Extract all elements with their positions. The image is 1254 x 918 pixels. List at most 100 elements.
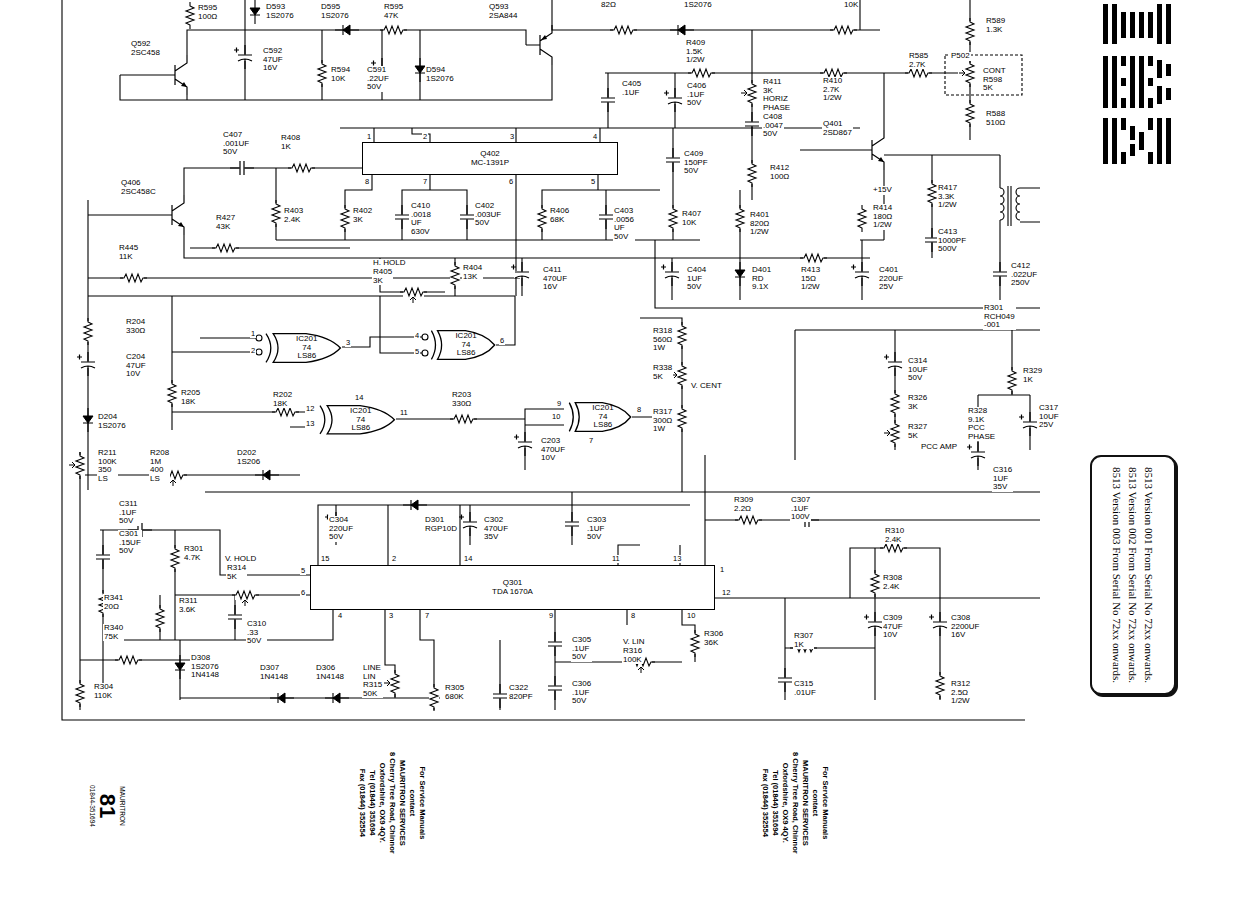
component-label: R327 5K bbox=[907, 423, 928, 440]
component-label: V. CENT bbox=[690, 382, 723, 391]
component-label: C307 .1UF 100V bbox=[790, 496, 811, 522]
logo-bar bbox=[1139, 132, 1144, 150]
component-symbol bbox=[155, 605, 165, 632]
footer-text: For Service Manuals bbox=[417, 752, 427, 854]
component-symbol bbox=[858, 130, 884, 170]
component-symbol bbox=[158, 195, 184, 235]
component-symbol bbox=[1007, 367, 1017, 394]
pin-number: 1 bbox=[719, 566, 725, 574]
component-symbol bbox=[272, 407, 299, 417]
component-label: CONT R598 5K bbox=[982, 67, 1007, 93]
version-note: 8513 Version 002 From Serial No 72xx onw… bbox=[1125, 467, 1141, 683]
wire bbox=[184, 168, 467, 240]
logo-bar bbox=[1157, 86, 1162, 104]
component-label: D202 1S206 bbox=[236, 449, 261, 466]
component-symbol bbox=[77, 352, 96, 376]
pin-number: 10 bbox=[686, 612, 696, 620]
gate-outline-path bbox=[266, 334, 340, 363]
pin-number: 10 bbox=[551, 413, 561, 421]
component-label: PCC AMP bbox=[920, 443, 958, 452]
part-name: MC-1391P bbox=[471, 159, 509, 168]
component-symbol bbox=[677, 322, 687, 349]
pin-number: 4 bbox=[592, 133, 598, 141]
component-symbol bbox=[115, 655, 142, 665]
component-symbol bbox=[95, 545, 111, 569]
inverter-bubble bbox=[422, 334, 428, 340]
logo-bar bbox=[1130, 12, 1135, 38]
component-symbol bbox=[325, 693, 349, 703]
component-symbols bbox=[69, 0, 1038, 711]
component-symbol bbox=[929, 612, 948, 636]
component-symbol bbox=[75, 680, 85, 707]
footer-text: 81 bbox=[96, 785, 118, 827]
pin-number: 3 bbox=[388, 612, 394, 620]
component-label: 10K bbox=[843, 1, 859, 10]
component-symbol bbox=[735, 205, 745, 232]
part-name: IC201 74 LS86 bbox=[592, 404, 613, 430]
footer-text: 01844-351694 bbox=[88, 785, 96, 827]
component-label: P502 bbox=[950, 52, 971, 61]
component-symbol bbox=[526, 25, 552, 65]
component-label: C306 .1UF 50V bbox=[571, 680, 592, 706]
component-symbol bbox=[890, 390, 900, 417]
inverter-bubble bbox=[422, 350, 428, 356]
component-symbol bbox=[380, 25, 407, 35]
logo-bar bbox=[1148, 118, 1153, 130]
component-symbol bbox=[668, 205, 678, 232]
component-label: C401 220UF 25V bbox=[878, 266, 904, 292]
component-symbol bbox=[664, 88, 683, 112]
component-label: LINE LIN R315 50K bbox=[362, 664, 383, 698]
component-label: R316 100K bbox=[622, 647, 643, 664]
pin-number: 15 bbox=[320, 555, 330, 563]
wire bbox=[945, 55, 1022, 95]
logo-bar bbox=[1103, 4, 1108, 44]
logo-bar bbox=[1157, 60, 1162, 78]
part-name: Q402 bbox=[480, 150, 500, 159]
component-label: D595 1S2076 bbox=[320, 3, 350, 20]
version-note: 8513 Version 003 From Serial No 72xx onw… bbox=[1109, 467, 1125, 683]
logo-bar bbox=[1130, 144, 1135, 156]
component-label: C407 .001UF 50V bbox=[222, 131, 250, 157]
component-symbol bbox=[830, 25, 857, 35]
component-symbol bbox=[992, 262, 1008, 286]
logo-bar bbox=[1166, 118, 1171, 164]
component-label: Q401 2SD867 bbox=[822, 120, 853, 137]
component-label: R404 13K bbox=[462, 264, 483, 281]
component-label: C402 .003UF 50V bbox=[474, 202, 502, 228]
component-symbol bbox=[429, 684, 439, 711]
component-label: R203 330Ω bbox=[451, 391, 472, 408]
logo-bar bbox=[1139, 12, 1144, 38]
footer-text: For Service Manuals bbox=[820, 752, 830, 854]
component-label: D401 RD 9.1X bbox=[751, 266, 772, 292]
component-symbol bbox=[400, 287, 427, 303]
component-label: R589 1.3K bbox=[985, 17, 1006, 34]
pin-number: 8 bbox=[636, 406, 642, 414]
component-symbol bbox=[598, 205, 614, 229]
pin-number: 7 bbox=[588, 437, 594, 445]
component-symbol bbox=[234, 45, 253, 69]
component-label: C413 1000PF 500V bbox=[937, 228, 967, 254]
inverter-bubble bbox=[256, 349, 262, 355]
component-label: R595 100Ω bbox=[197, 4, 218, 21]
component-symbol bbox=[800, 253, 827, 263]
component-symbol bbox=[1019, 412, 1038, 436]
xor-gate: IC201 74 LS86 bbox=[566, 401, 632, 433]
logo-bar bbox=[1121, 118, 1126, 130]
wire bbox=[1008, 186, 1011, 226]
logo-bar bbox=[1103, 118, 1108, 164]
component-label: R202 18K bbox=[272, 391, 293, 408]
component-label: C309 47UF 10V bbox=[882, 614, 904, 640]
pin-number: 2 bbox=[250, 347, 256, 355]
component-symbol bbox=[564, 512, 580, 536]
footer-text: Oxfordshire, OX9 4QY. bbox=[377, 752, 387, 854]
component-symbol bbox=[690, 630, 700, 657]
wire bbox=[605, 30, 958, 240]
component-label: R305 680K bbox=[444, 684, 465, 701]
inverter-bubble bbox=[256, 335, 262, 341]
component-symbol bbox=[547, 676, 563, 700]
component-symbol bbox=[851, 262, 870, 286]
component-label: R427 43K bbox=[215, 214, 236, 231]
component-label: R408 1K bbox=[280, 134, 301, 151]
component-symbol bbox=[747, 160, 757, 187]
footer-text: contact bbox=[407, 752, 417, 854]
